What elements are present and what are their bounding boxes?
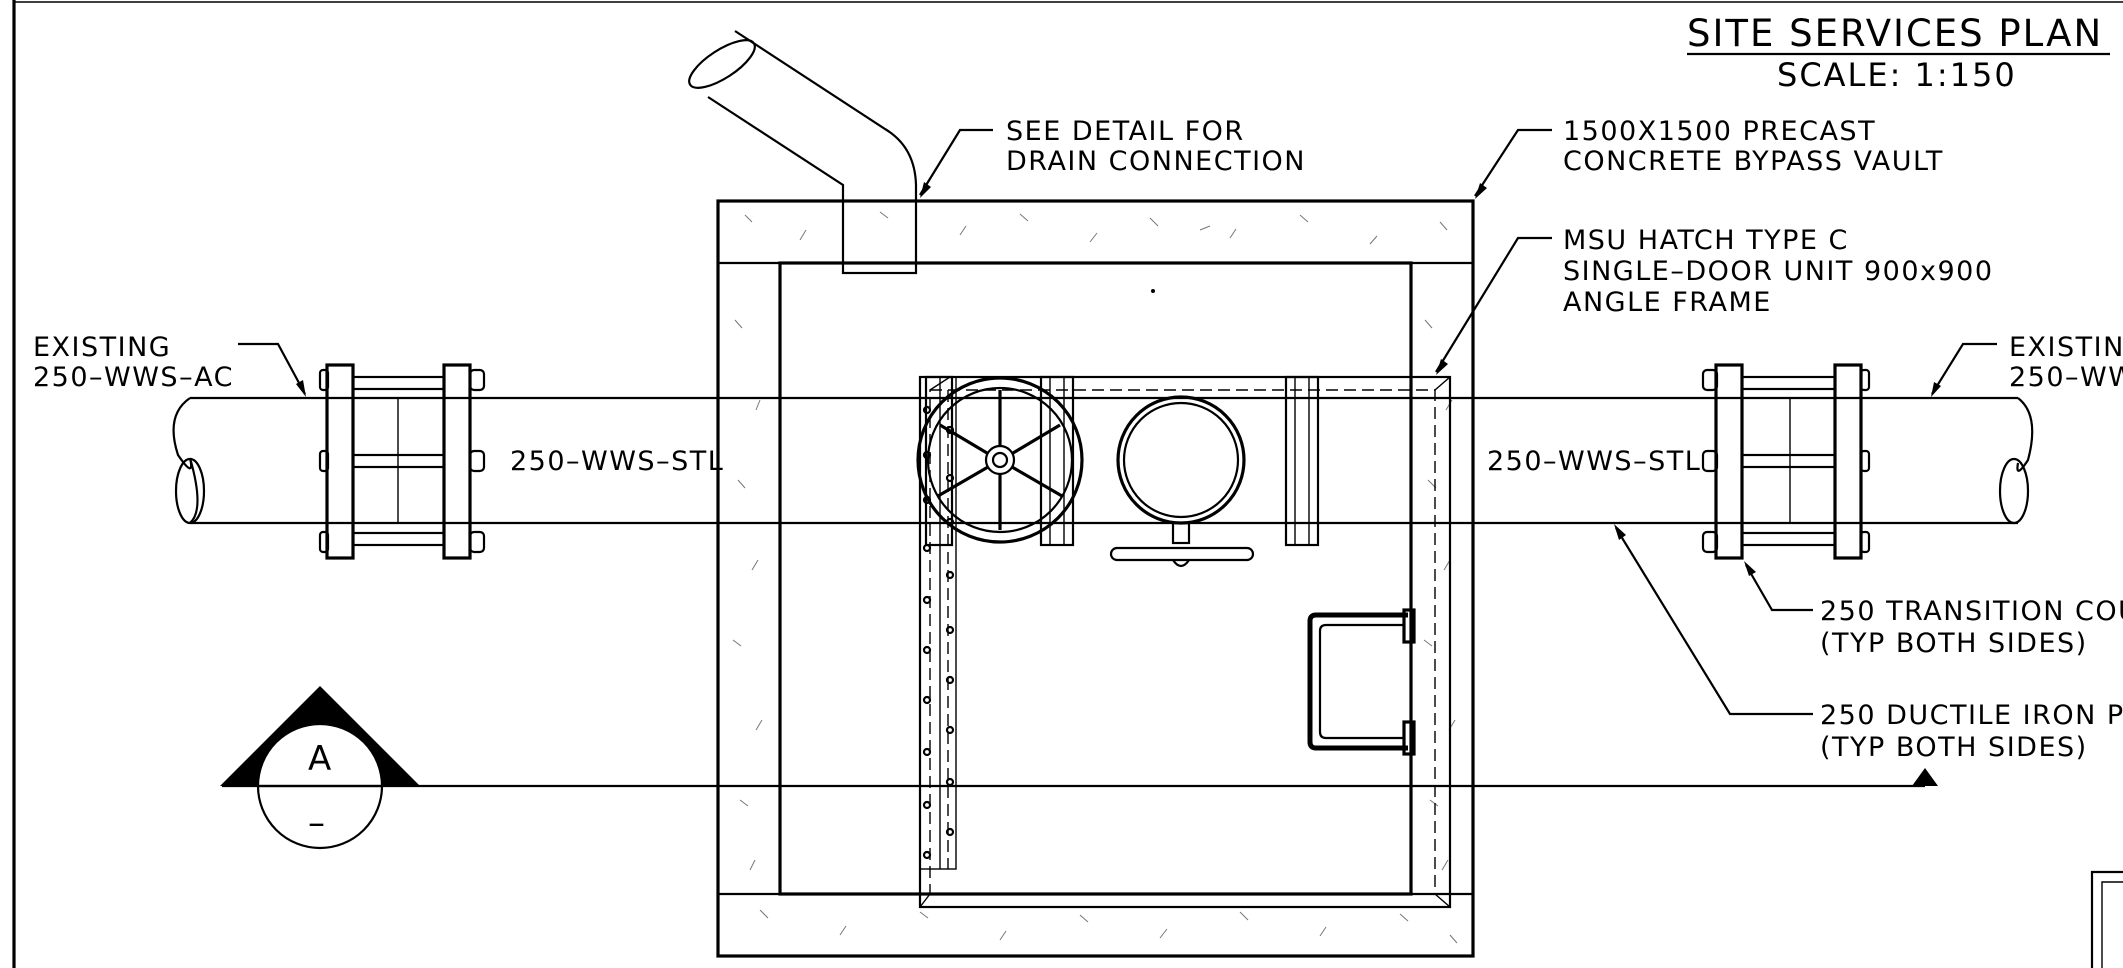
section-letter: A (308, 739, 331, 779)
section-cut-line (222, 768, 1938, 788)
title-block-corner (2090, 870, 2123, 968)
callout-labels: SEE DETAIL FOR DRAIN CONNECTION 1500X150… (33, 116, 2123, 763)
access-ladder (1307, 608, 1416, 756)
section-arrow-right (1912, 768, 1938, 786)
plan-scale: SCALE: 1:150 (1777, 56, 2017, 94)
section-sheet: – (308, 803, 325, 843)
title-block: SITE SERVICES PLAN SCALE: 1:150 (1687, 12, 2110, 94)
main-pipe (172, 396, 2034, 525)
gate-valve-handwheel (916, 375, 1084, 547)
existing-left-line-2: 250–WWS–AC (33, 362, 234, 393)
ductile-note-line-1: 250 DUCTILE IRON PIF (1820, 700, 2123, 731)
existing-left-line-1: EXISTING (33, 332, 171, 363)
pipe-label-left: 250–WWS–STL (510, 446, 724, 477)
coupling-note-line-1: 250 TRANSITION COUF (1820, 596, 2123, 627)
sheet-border (12, 0, 2123, 968)
existing-right-line-2: 250–WW (2009, 362, 2123, 393)
concrete-hatch (732, 211, 1458, 944)
ductile-note-line-2: (TYP BOTH SIDES) (1820, 732, 2088, 763)
hatch-note-line-2: SINGLE–DOOR UNIT 900x900 (1563, 256, 1994, 287)
pipe-label-right: 250–WWS–STL (1487, 446, 1701, 477)
existing-right-line-1: EXISTING (2009, 332, 2123, 363)
coupling-note-line-2: (TYP BOTH SIDES) (1820, 628, 2088, 659)
flow-meter (1109, 395, 1255, 568)
drain-note-line-1: SEE DETAIL FOR (1006, 116, 1245, 147)
drain-pipe (688, 30, 918, 275)
hatch-note-line-1: MSU HATCH TYPE C (1563, 225, 1849, 256)
centre-mark (1151, 289, 1155, 293)
drain-note-line-2: DRAIN CONNECTION (1006, 146, 1306, 177)
left-transition-coupling (318, 363, 486, 560)
plan-title: SITE SERVICES PLAN (1687, 12, 2103, 55)
precast-vault (716, 199, 1475, 958)
leaders (238, 128, 1997, 716)
vault-note-line-1: 1500X1500 PRECAST (1563, 116, 1876, 147)
hatch-note-line-3: ANGLE FRAME (1563, 287, 1772, 318)
right-transition-coupling (1701, 363, 1871, 560)
section-marker: A – (220, 686, 420, 850)
vault-note-line-2: CONCRETE BYPASS VAULT (1563, 146, 1944, 177)
pipe-support-straps (1039, 375, 1320, 547)
access-hatch-frame (918, 375, 1452, 909)
